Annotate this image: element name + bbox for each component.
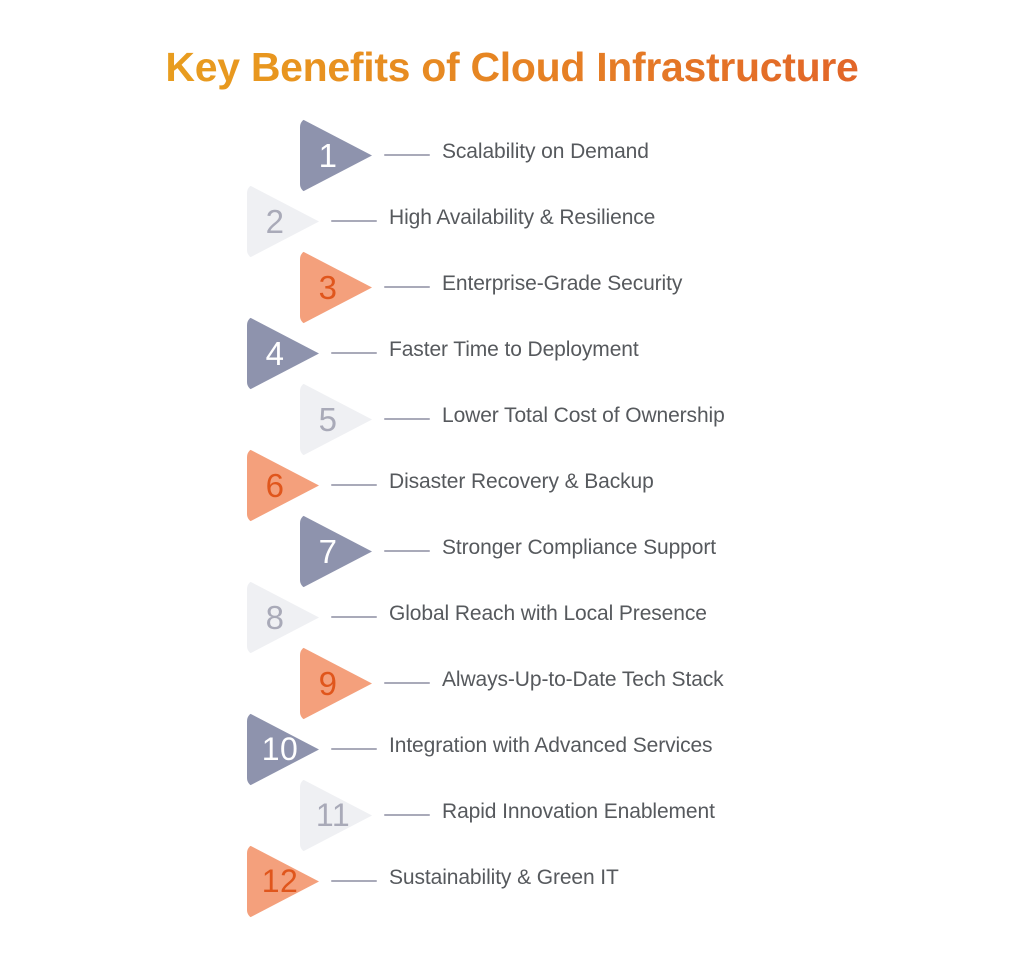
step-marker[interactable]: 1 bbox=[300, 118, 372, 193]
step-marker[interactable]: 4 bbox=[247, 316, 319, 391]
step-number: 12 bbox=[261, 863, 299, 899]
benefit-label: Stronger Compliance Support bbox=[442, 536, 716, 559]
step-marker[interactable]: 2 bbox=[247, 184, 319, 259]
step-marker[interactable]: 9 bbox=[300, 646, 372, 721]
benefit-row[interactable]: 9 Always-Up-to-Date Tech Stack bbox=[0, 646, 1024, 721]
benefit-row[interactable]: 5 Lower Total Cost of Ownership bbox=[0, 382, 1024, 457]
step-number: 5 bbox=[318, 400, 338, 438]
connector-line bbox=[331, 616, 377, 618]
benefit-row[interactable]: 6 Disaster Recovery & Backup bbox=[0, 448, 1024, 523]
benefit-row[interactable]: 8 Global Reach with Local Presence bbox=[0, 580, 1024, 655]
benefit-label: Scalability on Demand bbox=[442, 140, 649, 163]
connector-line bbox=[384, 154, 430, 156]
step-number: 6 bbox=[265, 466, 285, 504]
benefit-label: Lower Total Cost of Ownership bbox=[442, 404, 725, 427]
benefit-label: Global Reach with Local Presence bbox=[389, 602, 707, 625]
step-number: 4 bbox=[265, 334, 285, 372]
benefit-label: Integration with Advanced Services bbox=[389, 734, 713, 757]
connector-line bbox=[384, 550, 430, 552]
benefit-label: Always-Up-to-Date Tech Stack bbox=[442, 668, 724, 691]
benefit-label: Disaster Recovery & Backup bbox=[389, 470, 654, 493]
step-number: 3 bbox=[318, 268, 338, 306]
benefit-row[interactable]: 10 Integration with Advanced Services bbox=[0, 712, 1024, 787]
step-number: 11 bbox=[315, 797, 351, 833]
connector-line bbox=[331, 748, 377, 750]
benefit-row[interactable]: 12 Sustainability & Green IT bbox=[0, 844, 1024, 919]
benefit-label: Faster Time to Deployment bbox=[389, 338, 639, 361]
step-number: 9 bbox=[318, 664, 338, 702]
step-marker[interactable]: 5 bbox=[300, 382, 372, 457]
connector-line bbox=[384, 814, 430, 816]
benefits-list: 1 Scalability on Demand 2 High Availability… bbox=[0, 118, 1024, 919]
step-number: 10 bbox=[261, 731, 299, 767]
connector-line bbox=[331, 352, 377, 354]
benefit-label: Sustainability & Green IT bbox=[389, 866, 619, 889]
step-marker[interactable]: 8 bbox=[247, 580, 319, 655]
connector-line bbox=[384, 286, 430, 288]
benefit-label: Enterprise-Grade Security bbox=[442, 272, 683, 295]
step-marker[interactable]: 7 bbox=[300, 514, 372, 589]
step-number: 1 bbox=[318, 136, 338, 174]
benefit-label: Rapid Innovation Enablement bbox=[442, 800, 715, 823]
step-number: 8 bbox=[265, 598, 285, 636]
connector-line bbox=[331, 484, 377, 486]
benefit-row[interactable]: 7 Stronger Compliance Support bbox=[0, 514, 1024, 589]
step-marker[interactable]: 3 bbox=[300, 250, 372, 325]
step-number: 7 bbox=[318, 532, 338, 570]
benefit-row[interactable]: 1 Scalability on Demand bbox=[0, 118, 1024, 193]
connector-line bbox=[384, 682, 430, 684]
benefit-row[interactable]: 3 Enterprise-Grade Security bbox=[0, 250, 1024, 325]
step-marker[interactable]: 11 bbox=[300, 778, 372, 853]
connector-line bbox=[331, 220, 377, 222]
page-title: Key Benefits of Cloud Infrastructure bbox=[0, 44, 1024, 91]
benefit-row[interactable]: 4 Faster Time to Deployment bbox=[0, 316, 1024, 391]
connector-line bbox=[384, 418, 430, 420]
step-marker[interactable]: 10 bbox=[247, 712, 319, 787]
step-number: 2 bbox=[265, 202, 285, 240]
step-marker[interactable]: 6 bbox=[247, 448, 319, 523]
benefit-row[interactable]: 11 Rapid Innovation Enablement bbox=[0, 778, 1024, 853]
benefit-row[interactable]: 2 High Availability & Resilience bbox=[0, 184, 1024, 259]
benefit-label: High Availability & Resilience bbox=[389, 206, 656, 229]
step-marker[interactable]: 12 bbox=[247, 844, 319, 919]
connector-line bbox=[331, 880, 377, 882]
